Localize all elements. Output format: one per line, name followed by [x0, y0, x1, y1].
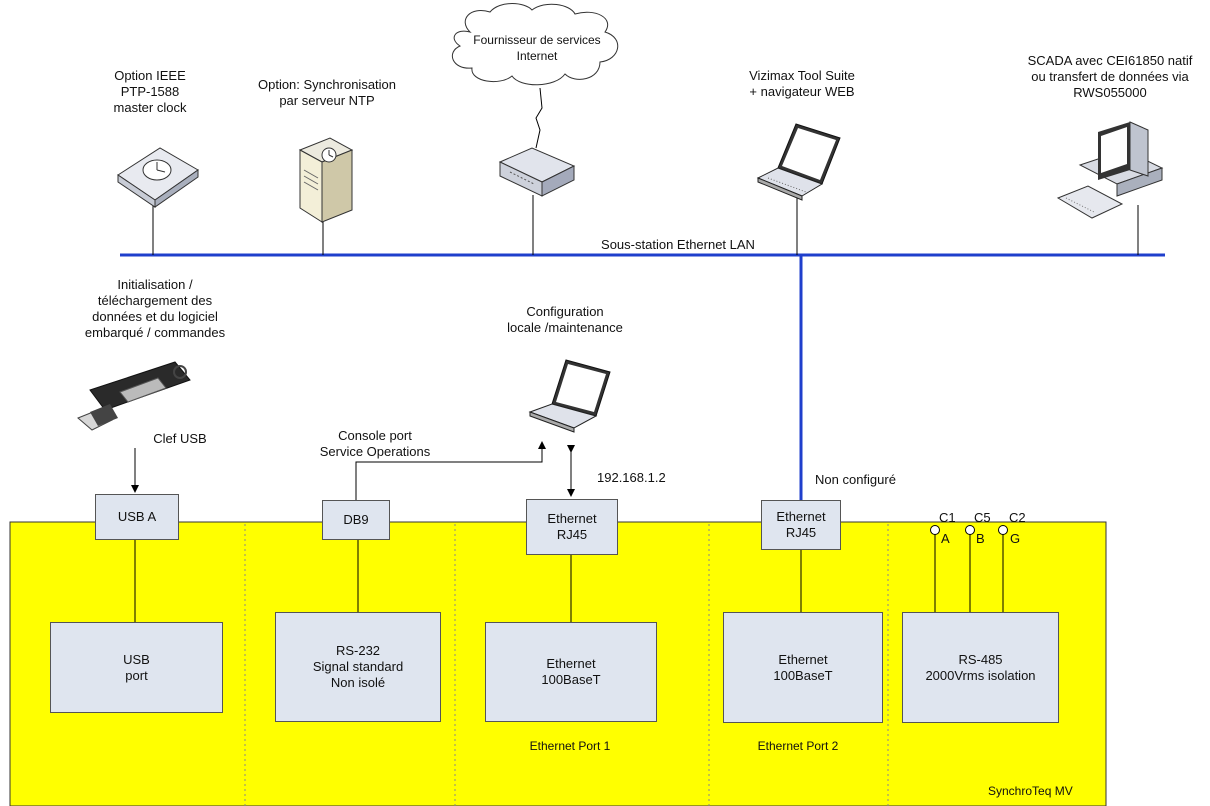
connector-links [134, 540, 802, 622]
config-laptop-icon [528, 359, 611, 433]
eth-port-1-label: Ethernet Port 1 [529, 739, 611, 753]
scada-label: SCADA avec CEI61850 natif ou transfert d… [1027, 53, 1193, 100]
not-configured-label: Non configuré [815, 472, 896, 487]
lan-drops [152, 195, 1139, 255]
panel-separators [244, 524, 889, 806]
eth1-connector: Ethernet RJ45 [526, 499, 618, 555]
lan-label: Sous-station Ethernet LAN [601, 237, 755, 252]
db9-connector: DB9 [322, 500, 390, 540]
ntp-server-icon [298, 137, 354, 223]
local-links [131, 441, 575, 507]
ptp-clock-icon [117, 147, 199, 208]
device-name-label: SynchroTeq MV [988, 784, 1073, 798]
config-label: Configuration locale /maintenance [507, 304, 623, 335]
ptp-clock-label: Option IEEE PTP-1588 master clock [113, 68, 187, 115]
terminal-c1: C1 [939, 510, 956, 525]
rs485-terminals [930, 525, 1008, 612]
terminal-g: G [1010, 531, 1021, 546]
internet-link [535, 87, 543, 149]
terminal-a: A [941, 531, 950, 546]
laptop-icon [756, 123, 841, 201]
terminal-b: B [976, 531, 985, 546]
cloud-icon [451, 3, 618, 86]
usb-key-label: Clef USB [153, 431, 207, 446]
rs232-module: RS-232 Signal standard Non isolé [275, 612, 441, 722]
usb-key-icon [77, 361, 191, 431]
eth1-module: Ethernet 100BaseT [485, 622, 657, 722]
router-icon [498, 147, 576, 197]
workstation-icon [1056, 121, 1164, 219]
eth2-module: Ethernet 100BaseT [723, 612, 883, 723]
tool-suite-label: Vizimax Tool Suite + navigateur WEB [749, 68, 855, 99]
ntp-server-label: Option: Synchronisation par serveur NTP [257, 77, 397, 108]
isp-label: Fournisseur de services Internet [473, 33, 601, 63]
eth2-connector: Ethernet RJ45 [761, 500, 841, 550]
rs485-module: RS-485 2000Vrms isolation [902, 612, 1059, 723]
eth-port-2-label: Ethernet Port 2 [757, 739, 839, 753]
terminal-c2: C2 [1009, 510, 1026, 525]
terminal-c5: C5 [974, 510, 991, 525]
usb-a-connector: USB A [95, 494, 179, 540]
usb-module: USB port [50, 622, 223, 713]
ip-address-label: 192.168.1.2 [597, 470, 666, 485]
usb-key-caption: Initialisation / téléchargement des donn… [84, 277, 226, 340]
console-label: Console port Service Operations [319, 428, 431, 459]
